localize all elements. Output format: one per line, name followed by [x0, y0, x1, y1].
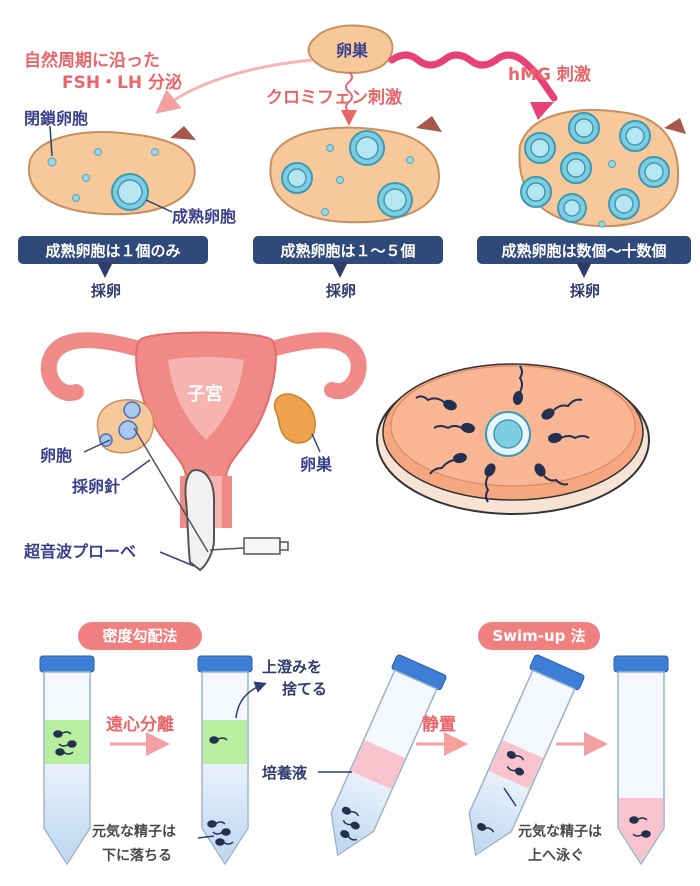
- ovary-natural: [27, 126, 196, 216]
- swimup-method-badge: [478, 622, 600, 650]
- natural-arrow: [155, 58, 313, 114]
- petri-dish: [376, 363, 650, 515]
- medium-label: 培養液: [262, 764, 308, 782]
- sperm-in-dish: [415, 365, 590, 503]
- discard-arrow: [235, 681, 267, 719]
- discard-label-2: 捨てる: [282, 680, 327, 698]
- density-method-label: 密度勾配法: [102, 627, 177, 645]
- tube-swimup-result: [613, 655, 669, 866]
- tube-density-before: [39, 655, 95, 866]
- tube-density-after: [197, 655, 253, 866]
- ovary-hmg: [518, 109, 686, 228]
- sink-label-1: 元気な精子は: [92, 823, 176, 840]
- swimup-method-label: Swim-up 法: [492, 627, 585, 645]
- closed-follicle-label: 閉鎖卵胞: [24, 109, 88, 128]
- box-hmg-text: 成熟卵胞は数個～十数個: [501, 242, 666, 260]
- density-method-badge: [78, 622, 202, 650]
- hmg-arrow-head: [530, 102, 554, 120]
- sink-label-2: 下に落ちる: [102, 847, 172, 864]
- discard-label-1: 上澄みを: [262, 658, 322, 676]
- box-clomiphene-text: 成熟卵胞は１～５個: [280, 242, 415, 260]
- box-clomiphene: [253, 236, 443, 264]
- mature-follicle-pointer: [145, 199, 173, 213]
- uterus-label: 子宮: [187, 383, 223, 405]
- hmg-arrow: [388, 51, 558, 102]
- tube-swimup-after: [468, 654, 585, 857]
- natural-label-1: 自然周期に沿った: [24, 50, 160, 71]
- centrifuge-label: 遠心分離: [106, 714, 174, 735]
- swim-label-2: 上へ泳ぐ: [528, 847, 584, 864]
- box-hmg: [477, 236, 691, 264]
- follicle-pointer: [83, 439, 111, 453]
- clomiphene-label: クロミフェン刺激: [266, 87, 402, 108]
- box-natural: [18, 236, 208, 264]
- mature-follicle-label: 成熟卵胞: [172, 207, 236, 226]
- probe-label: 超音波プローベ: [23, 542, 136, 561]
- needle-pointer: [121, 459, 151, 481]
- retrieval-2: 採卵: [326, 282, 356, 300]
- probe-pointer: [159, 551, 195, 567]
- retrieval-1: 採卵: [91, 282, 121, 300]
- follicle-label: 卵胞: [40, 446, 72, 465]
- natural-label-2: FSH・LH 分泌: [62, 72, 182, 93]
- closed-follicle-pointer: [49, 125, 53, 157]
- ovary-mid-label: 卵巣: [300, 455, 333, 474]
- swim-label-1: 元気な精子は: [518, 823, 602, 840]
- box-natural-text: 成熟卵胞は１個のみ: [45, 242, 180, 260]
- ovary-top-label: 卵巣: [336, 41, 369, 60]
- needle-label: 採卵針: [72, 477, 120, 496]
- ovary-top: 卵巣: [307, 24, 394, 74]
- ovary-clomiphene: [269, 116, 442, 224]
- ovary-mid-pointer: [311, 433, 321, 453]
- sink-pointer: [197, 835, 215, 839]
- hmg-label: hMG 刺激: [508, 64, 591, 85]
- clomiphene-arrow: [341, 71, 357, 126]
- swim-pointer: [503, 787, 517, 807]
- still-label: 静置: [422, 714, 456, 735]
- retrieval-3: 採卵: [570, 282, 600, 300]
- tube-swimup-before: [330, 654, 447, 857]
- ultrasound-probe: [133, 427, 289, 572]
